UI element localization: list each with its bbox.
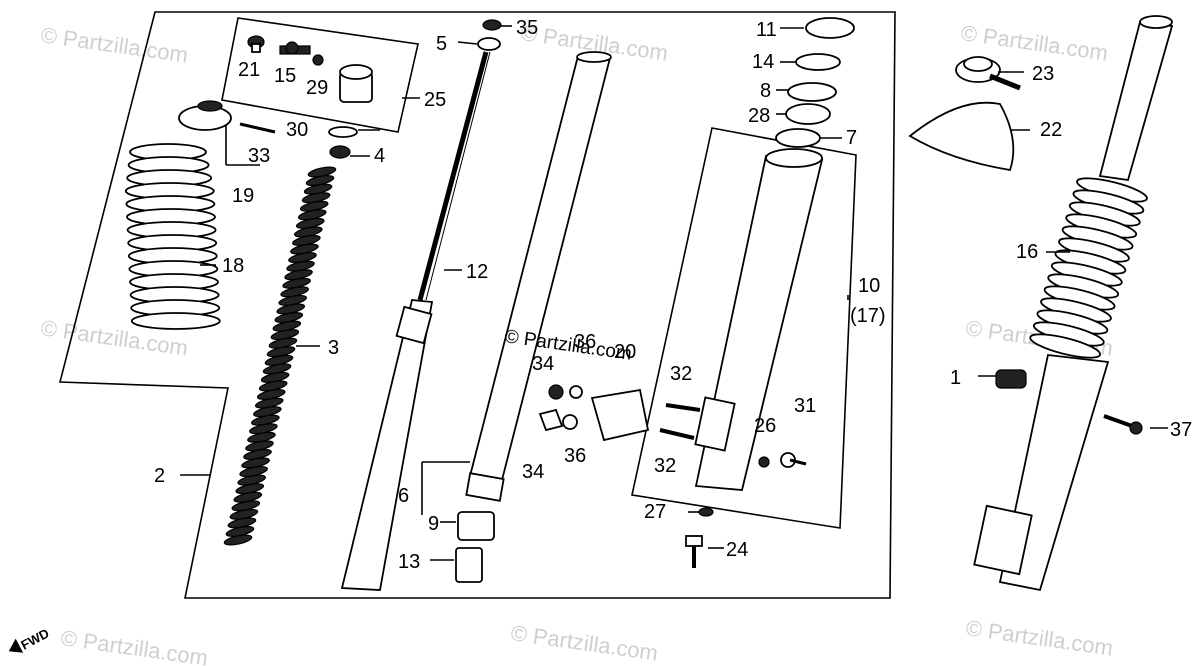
- label-34-bottom: 34: [522, 461, 544, 483]
- part-21: [247, 35, 265, 53]
- part-18: [124, 143, 221, 330]
- part-22: [908, 101, 1015, 172]
- part-28: [785, 103, 831, 125]
- part-25: [339, 64, 373, 103]
- part-27: [698, 507, 714, 517]
- label-32-bottom: 32: [654, 455, 676, 477]
- label-24: 24: [726, 539, 748, 561]
- label-4: 4: [374, 145, 385, 167]
- part-8: [787, 82, 837, 102]
- watermark: © Partzilla.com: [964, 615, 1114, 660]
- label-36-bottom: 36: [564, 445, 586, 467]
- label-7: 7: [846, 127, 857, 149]
- label-21: 21: [238, 59, 260, 81]
- part-33: [239, 122, 276, 134]
- label-9: 9: [428, 513, 439, 535]
- part-29: [312, 54, 324, 66]
- label-28: 28: [748, 105, 770, 127]
- part-26: [758, 456, 770, 468]
- label-1: 1: [950, 367, 961, 389]
- part-3: [223, 166, 337, 546]
- label-16: 16: [1016, 241, 1038, 263]
- label-15: 15: [274, 65, 296, 87]
- part-16: [973, 15, 1174, 592]
- part-5: [477, 37, 501, 51]
- part-12: [340, 51, 491, 591]
- leader-lines: [180, 25, 1168, 561]
- part-7: [775, 128, 821, 148]
- part-4: [329, 145, 351, 159]
- label-3: 3: [328, 337, 339, 359]
- label-13: 13: [398, 551, 420, 573]
- label-17: (17): [850, 305, 886, 327]
- part-11: [805, 17, 855, 39]
- boot-pleat: [1029, 333, 1102, 359]
- fwd-indicator: FWD: [8, 625, 52, 653]
- label-34-top: 34: [532, 353, 554, 375]
- label-10: 10: [858, 275, 880, 297]
- part-36: [569, 385, 583, 399]
- label-12: 12: [466, 261, 488, 283]
- label-29: 29: [306, 77, 328, 99]
- label-31: 31: [794, 395, 816, 417]
- part-20: [590, 388, 650, 442]
- label-33: 33: [248, 145, 270, 167]
- label-35: 35: [516, 17, 538, 39]
- part-32: [659, 428, 695, 440]
- part-16-boot: [1029, 177, 1148, 359]
- label-22: 22: [1040, 119, 1062, 141]
- part-13: [455, 547, 483, 583]
- part-30: [328, 126, 358, 138]
- spring-coil: [223, 534, 253, 546]
- assembly-outline: [58, 11, 896, 599]
- label-14: 14: [752, 51, 774, 73]
- part-34: [538, 408, 564, 432]
- label-25: 25: [424, 89, 446, 111]
- part-1: [995, 369, 1027, 389]
- label-20: 20: [614, 341, 636, 363]
- label-11: 11: [756, 19, 777, 41]
- label-36-top: 36: [574, 331, 596, 353]
- label-18: 18: [222, 255, 244, 277]
- fwd-label: FWD: [18, 625, 51, 652]
- label-30: 30: [286, 119, 308, 141]
- label-2: 2: [154, 465, 165, 487]
- part-9: [457, 511, 495, 541]
- label-32-top: 32: [670, 363, 692, 385]
- part-24: [685, 535, 703, 568]
- label-8: 8: [760, 80, 771, 102]
- callout-labels: 35 5 11 14 8 28 7 23 22 16 21 15 29 25 3…: [154, 17, 1192, 573]
- label-23: 23: [1032, 63, 1054, 85]
- part-19: [178, 100, 232, 131]
- watermark: © Partzilla.com: [39, 22, 189, 67]
- part-37: [1103, 414, 1143, 435]
- label-27: 27: [644, 501, 666, 523]
- watermark: © Partzilla.com: [59, 625, 209, 666]
- boot-pleat: [130, 312, 221, 330]
- part-35: [482, 19, 502, 31]
- part-10: [694, 148, 824, 491]
- part-34: [548, 384, 564, 400]
- watermark: © Partzilla.com: [509, 620, 659, 665]
- part-14: [795, 53, 841, 71]
- part-36: [562, 414, 578, 430]
- detail-box-outline: [221, 17, 419, 133]
- label-6: 6: [398, 485, 409, 507]
- part-15: [279, 41, 311, 55]
- part-23: [955, 56, 1021, 91]
- label-26: 26: [754, 415, 776, 437]
- label-19: 19: [232, 185, 254, 207]
- part-31: [780, 452, 807, 468]
- label-5: 5: [436, 33, 447, 55]
- part-6: [465, 51, 612, 502]
- fwd-arrow-icon: [8, 638, 24, 653]
- label-37: 37: [1170, 419, 1192, 441]
- part-32: [665, 403, 701, 412]
